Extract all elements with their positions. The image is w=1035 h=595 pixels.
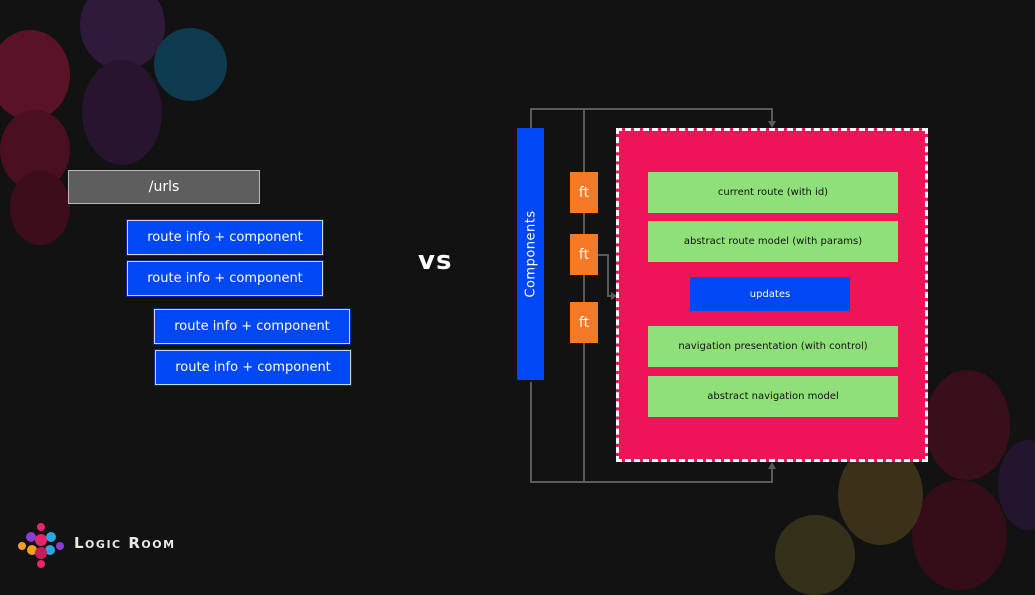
ft-box: ft: [570, 234, 598, 275]
decor-blob: [912, 480, 1007, 590]
route-info-box: route info + component: [127, 261, 323, 296]
components-bar: Components: [517, 128, 544, 380]
decor-blob: [0, 30, 70, 120]
decor-blob: [10, 170, 70, 245]
decor-blob: [154, 28, 227, 101]
route-info-box: route info + component: [127, 220, 323, 255]
ft-box: ft: [570, 302, 598, 343]
updates-box: updates: [690, 277, 850, 311]
vs-label: vs: [418, 246, 453, 276]
abstract-navigation-model-box: abstract navigation model: [648, 376, 898, 417]
arrow-head-icon: [611, 292, 617, 300]
logic-room-logo-icon: [18, 523, 64, 568]
bottom-connector-line: [530, 382, 773, 483]
ft-connector-line: [598, 254, 616, 297]
navigation-presentation-box: navigation presentation (with control): [648, 326, 898, 367]
arrow-head-icon: [768, 462, 776, 469]
decor-blob: [80, 0, 165, 70]
decor-blob: [775, 515, 855, 595]
decor-blob: [82, 60, 162, 165]
arrow-head-icon: [768, 121, 776, 128]
logo-text: Logic Room: [74, 534, 176, 552]
current-route-box: current route (with id): [648, 172, 898, 213]
top-connector-line: [530, 108, 773, 128]
decor-blob: [925, 370, 1010, 480]
abstract-route-model-box: abstract route model (with params): [648, 221, 898, 262]
ft-box: ft: [570, 172, 598, 213]
components-label: Components: [523, 210, 538, 298]
route-info-box: route info + component: [155, 350, 351, 385]
urls-box: /urls: [68, 170, 260, 204]
route-info-box: route info + component: [154, 309, 350, 344]
